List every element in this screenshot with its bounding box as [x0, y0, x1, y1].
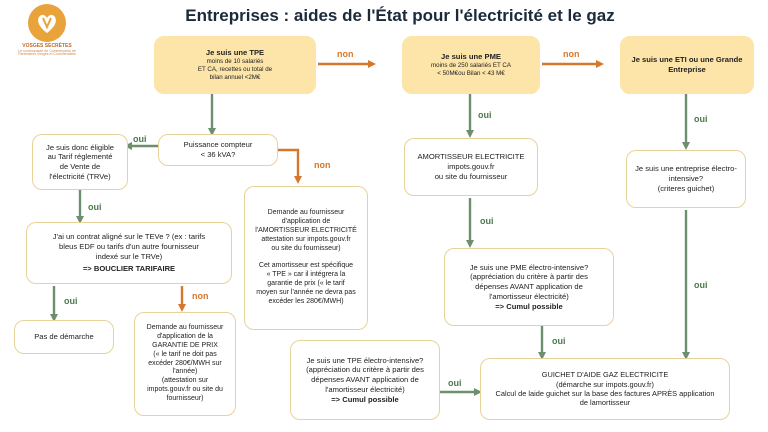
label-yes-trve: oui [88, 202, 102, 212]
label-yes-pme: oui [478, 110, 492, 120]
logo-tagline: Le communauté de Commerçants de Partenai… [18, 48, 76, 57]
tpe-detail: moins de 10 salariés ET CA, recettes ou … [197, 57, 273, 81]
puissance-box: Puissance compteur < 36 kVA? [158, 134, 278, 166]
pme-intensive-box: Je suis une PME électro-intensive? (appr… [444, 248, 614, 326]
pme-title: Je suis une PME [441, 52, 501, 62]
pme-detail: moins de 250 salariés ET CA < 50M€ou Bil… [430, 61, 512, 77]
tpe-intensive-bold: => Cumul possible [331, 394, 399, 404]
logo: VOSGES SECRÈTES Le communauté de Commerç… [12, 4, 82, 57]
contrat-bold: => BOUCLIER TARIFAIRE [82, 264, 176, 274]
logo-name: VOSGES SECRÈTES [22, 43, 72, 49]
label-yes-eti-intensive: oui [694, 280, 708, 290]
label-yes-tpe-intensive: oui [448, 378, 462, 388]
pme-intensive-text: Je suis une PME électro-intensive? (appr… [469, 262, 589, 301]
contrat-box: J'ai un contrat aligné sur le TEVe ? (ex… [26, 222, 232, 284]
label-yes-contrat: oui [64, 296, 78, 306]
arrow-puissance-to-amort-tpe [278, 148, 302, 184]
trve-box: Je suis donc éligible au Tarif réglement… [32, 134, 128, 190]
tpe-intensive-box: Je suis une TPE électro-intensive? (appr… [290, 340, 440, 420]
eti-intensive-box: Je suis une entreprise électro- intensiv… [626, 150, 746, 208]
tpe-title: Je suis une TPE [205, 48, 265, 58]
tpe-intensive-text: Je suis une TPE électro-intensive? (appr… [306, 355, 424, 394]
label-no-contrat: non [192, 291, 209, 301]
tpe-box: Je suis une TPE moins de 10 salariés ET … [154, 36, 316, 94]
label-yes-eti: oui [694, 114, 708, 124]
label-no-pme-eti: non [563, 49, 580, 59]
label-no-tpe-pme: non [337, 49, 354, 59]
page-title: Entreprises : aides de l'État pour l'éle… [185, 6, 615, 25]
eti-box: Je suis une ETI ou une Grande Entreprise [620, 36, 754, 94]
label-yes-amort-pme: oui [480, 216, 494, 226]
guichet-box: GUICHET D'AIDE GAZ ELECTRICITE (démarche… [480, 358, 730, 420]
eti-title: Je suis une ETI ou une Grande Entreprise [631, 55, 743, 74]
pme-intensive-bold: => Cumul possible [495, 301, 563, 311]
label-yes-pme-intensive: oui [552, 336, 566, 346]
amort-pme-box: AMORTISSEUR ELECTRICITE impots.gouv.fr o… [404, 138, 538, 196]
label-no-puissance: non [314, 160, 331, 170]
contrat-text: J'ai un contrat aligné sur le TEVe ? (ex… [52, 232, 206, 261]
amort-tpe-box: Demande au fournisseur d'application de … [244, 186, 368, 330]
garantie-box: Demande au fournisseur d'application de … [134, 312, 236, 416]
heart-logo-icon [28, 4, 66, 42]
pme-box: Je suis une PME moins de 250 salariés ET… [402, 36, 540, 94]
label-yes-puissance: oui [133, 134, 147, 144]
pas-demarche-box: Pas de démarche [14, 320, 114, 354]
